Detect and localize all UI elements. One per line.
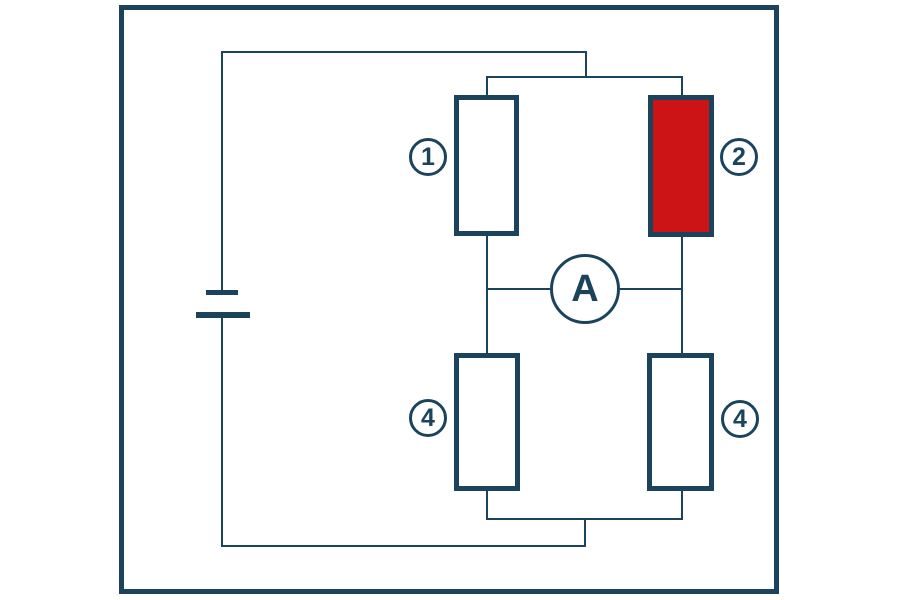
wire-battery-top-vertical [221, 51, 223, 292]
battery-long-plate [196, 312, 250, 318]
wire-left-middle-vertical [486, 234, 488, 355]
ammeter: A [550, 254, 620, 324]
label-resistor-1-text: 1 [421, 142, 435, 171]
wire-resistor4-right-bottom-lead [681, 489, 683, 520]
label-resistor-1: 1 [409, 138, 447, 176]
wire-resistor4-left-bottom-lead [486, 489, 488, 520]
battery-short-plate [206, 290, 238, 295]
wire-top-horizontal [221, 51, 587, 53]
resistor-1 [454, 95, 519, 236]
resistor-2-highlighted [648, 95, 714, 237]
wire-right-middle-vertical [681, 235, 683, 355]
label-resistor-4-right-text: 4 [733, 404, 747, 433]
label-resistor-4-left: 4 [409, 399, 447, 437]
wire-bridge-right [618, 288, 683, 290]
label-resistor-4-right: 4 [721, 400, 759, 438]
wire-resistor2-top-lead [681, 76, 683, 97]
wire-top-drop [585, 51, 587, 78]
outer-border [119, 5, 779, 594]
label-resistor-2: 2 [720, 138, 758, 176]
wire-upper-branch-horizontal [486, 76, 683, 78]
wire-bridge-left [486, 288, 552, 290]
label-resistor-4-left-text: 4 [421, 403, 435, 432]
resistor-4-left [454, 353, 520, 491]
ammeter-label: A [571, 268, 599, 310]
wire-battery-bottom-vertical [221, 316, 223, 547]
wire-bottom-horizontal [221, 545, 586, 547]
wire-bottom-stub [584, 518, 586, 547]
resistor-4-right [647, 353, 714, 491]
label-resistor-2-text: 2 [732, 142, 746, 171]
wire-resistor1-top-lead [486, 76, 488, 97]
